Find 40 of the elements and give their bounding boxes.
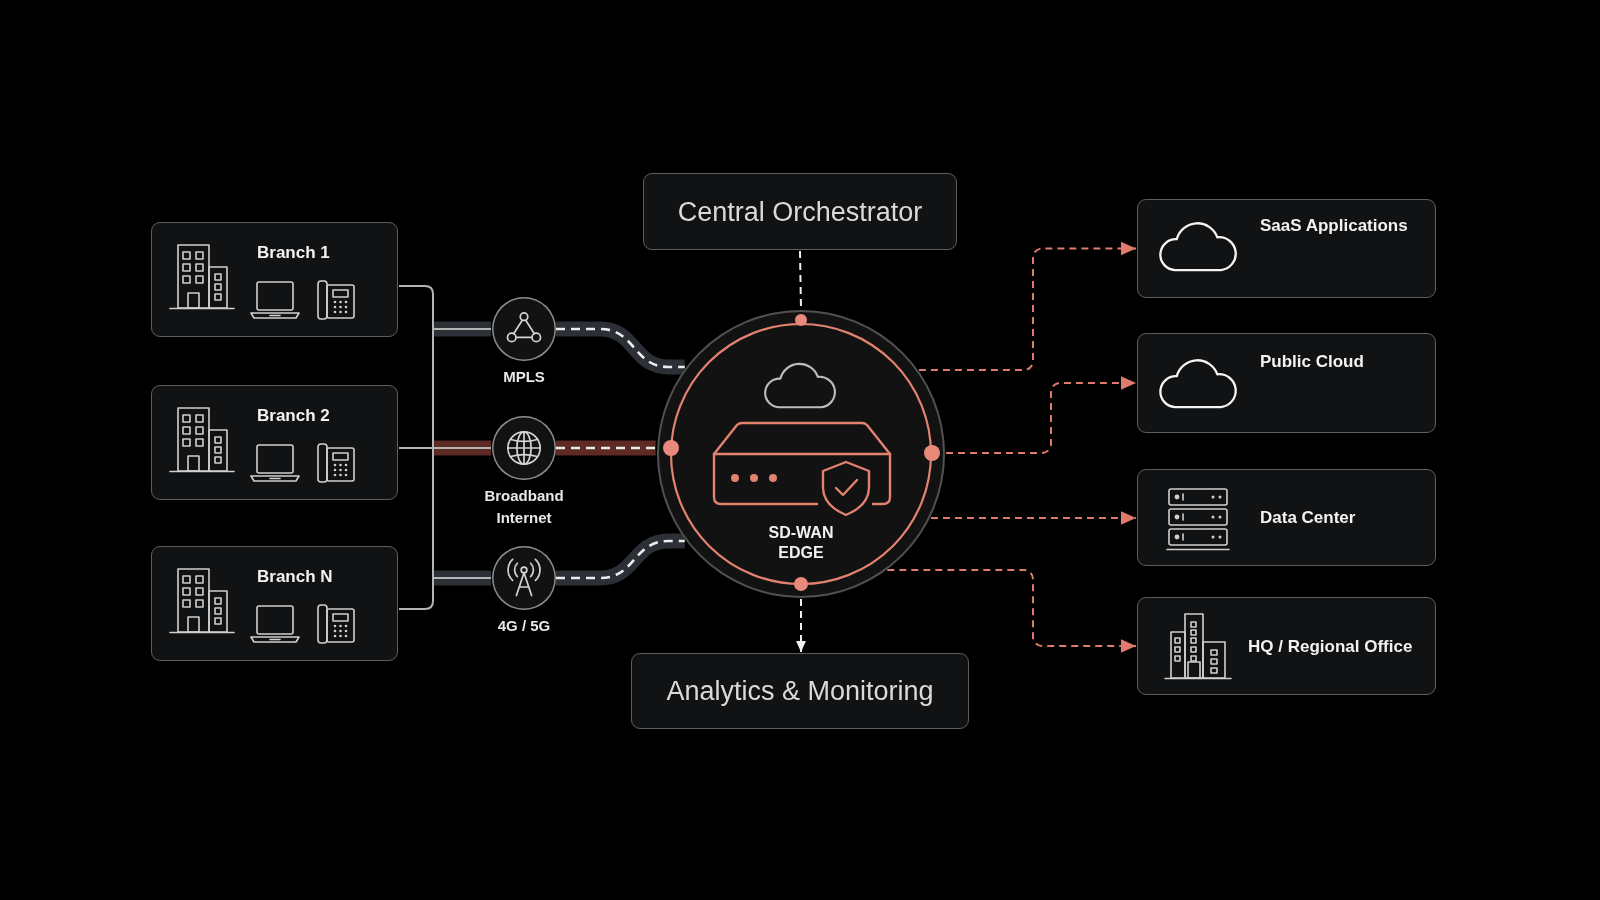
connector-line [433,577,492,579]
connector-line [398,600,434,610]
destination-title: SaaS Applications [1260,215,1408,237]
branch-panel [151,222,398,337]
service-panel [643,173,957,250]
destination-panel [1137,469,1436,566]
connector-line [432,577,434,602]
connector-line [398,447,434,449]
dashed-arrow [930,511,1137,525]
destination-panel [1137,597,1436,695]
connector-line [433,328,492,330]
destination-title: Data Center [1260,507,1356,529]
branch-title: Branch 1 [257,242,330,264]
destination-panel [1137,199,1436,298]
destination-panel [1137,333,1436,433]
dashed-arrow [945,376,1137,454]
connector-line [432,328,434,449]
connector-line [432,293,434,330]
service-panel [631,653,969,729]
destination-title: Public Cloud [1260,351,1364,373]
branch-title: Branch 2 [257,405,330,427]
dashed-arrow [886,569,1137,653]
destination-title: HQ / Regional Office [1248,636,1413,658]
dashed-road-link [556,321,685,375]
dashed-arrow [796,598,806,653]
branch-panel [151,385,398,500]
link-label: Broadband Internet [483,486,565,528]
link-label: 4G / 5G [496,616,552,636]
dashed-arrow [917,241,1137,371]
panel-title: Central Orchestrator [677,195,923,228]
panel-title: Analytics & Monitoring [666,675,934,707]
connector-line [432,447,434,579]
device-label: SD-WAN EDGE [767,523,835,563]
connector-line [398,285,434,295]
branch-title: Branch N [257,566,333,588]
dashed-road-link [556,440,656,456]
branch-panel [151,546,398,661]
link-label: MPLS [502,367,546,387]
dashed-road-link [556,533,685,586]
connector-line [433,447,492,449]
